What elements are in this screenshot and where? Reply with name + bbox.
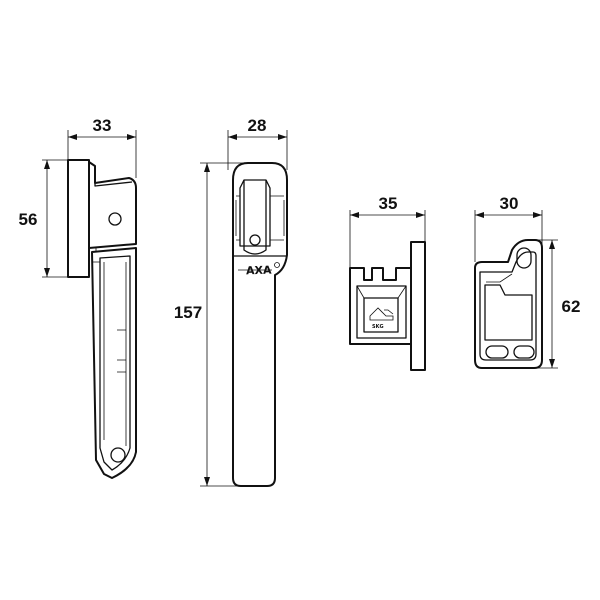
dim-keep-side-width: 35 xyxy=(349,194,426,268)
dim-62-label: 62 xyxy=(562,297,581,316)
dim-157-label: 157 xyxy=(174,303,202,322)
dim-handle-side-width: 33 xyxy=(67,116,137,178)
brand-label: AXA xyxy=(246,264,272,278)
dim-56-label: 56 xyxy=(19,210,38,229)
dim-28-label: 28 xyxy=(248,116,267,135)
dim-handle-front-width: 28 xyxy=(227,116,288,170)
dim-33-label: 33 xyxy=(93,116,112,135)
handle-front-view: AXA xyxy=(232,162,288,487)
dim-30-label: 30 xyxy=(500,194,519,213)
certification-label: SKG xyxy=(372,324,384,330)
dim-35-label: 35 xyxy=(379,194,398,213)
keep-front-view xyxy=(474,239,543,369)
dim-keep-front-height: 62 xyxy=(534,239,581,369)
dim-keep-front-width: 30 xyxy=(474,194,543,262)
dim-handle-side-height: 56 xyxy=(19,159,68,278)
handle-side-view xyxy=(67,159,137,479)
dim-handle-front-height: 157 xyxy=(174,162,248,487)
keep-side-view: SKG xyxy=(349,241,426,371)
